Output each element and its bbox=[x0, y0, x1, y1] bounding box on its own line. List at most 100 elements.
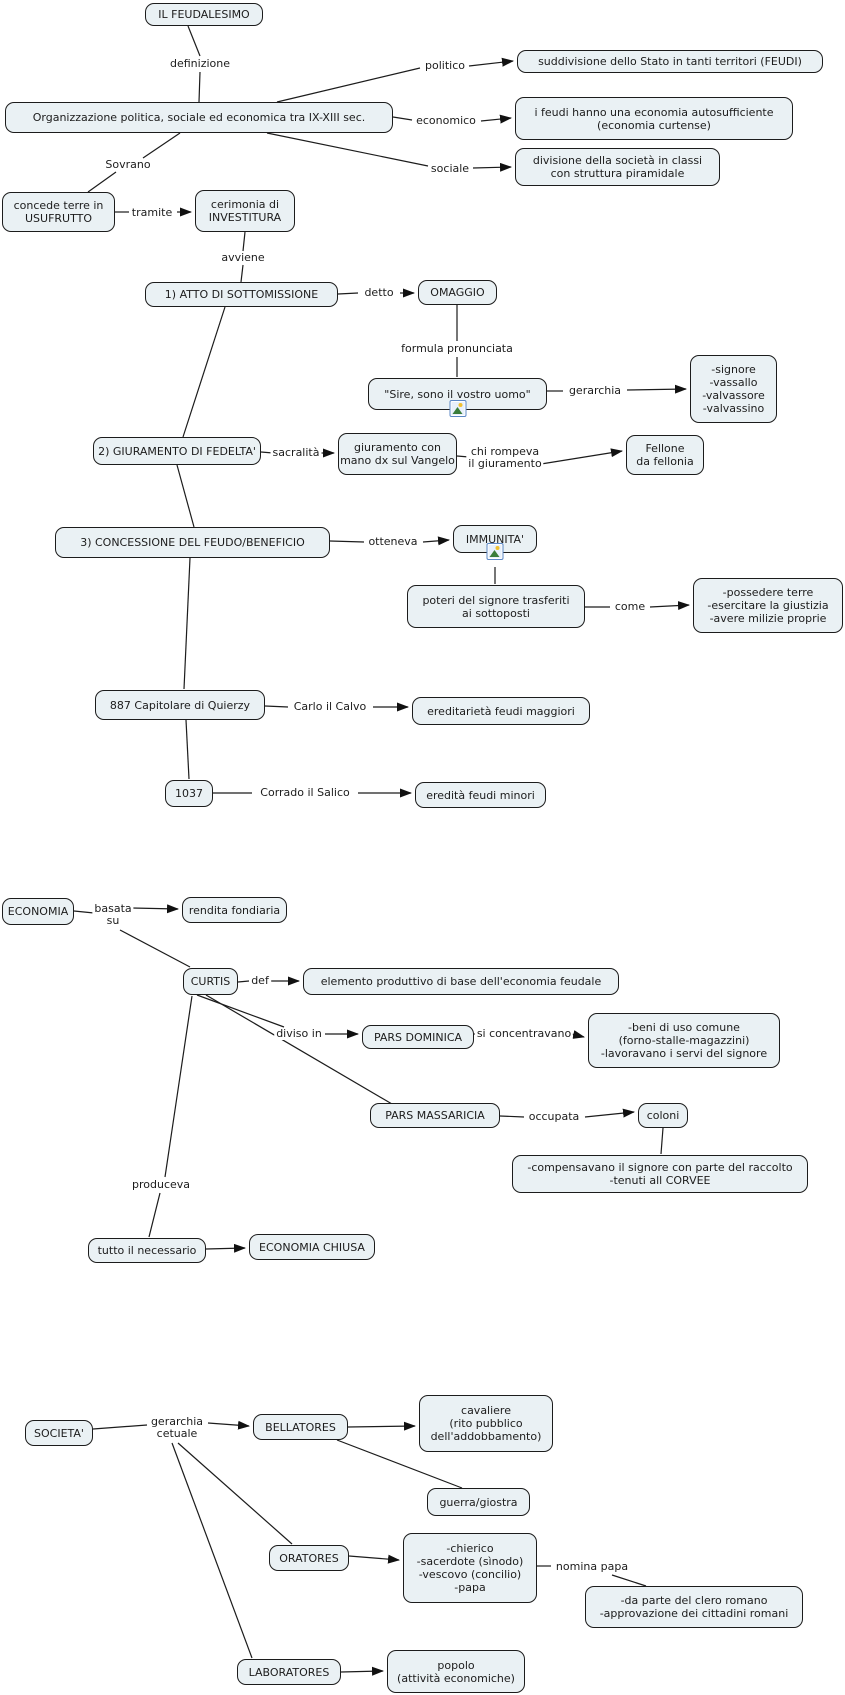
image-resource-icon[interactable] bbox=[449, 400, 466, 417]
node-pars-dominica[interactable]: PARS DOMINICA bbox=[362, 1025, 474, 1049]
node-text: -possedere terre bbox=[722, 586, 814, 599]
node-pars-massaricia[interactable]: PARS MASSARICIA bbox=[370, 1103, 500, 1128]
node-nomina-clero[interactable]: -da parte del clero romano-approvazione … bbox=[585, 1586, 803, 1628]
node-text: -papa bbox=[454, 1581, 486, 1594]
node-tutto-necessario[interactable]: tutto il necessario bbox=[88, 1238, 206, 1263]
node-rendita-fondiaria[interactable]: rendita fondiaria bbox=[182, 897, 287, 923]
node-economia-chiusa[interactable]: ECONOMIA CHIUSA bbox=[249, 1234, 375, 1260]
node-anno-1037[interactable]: 1037 bbox=[165, 780, 213, 807]
link-label-produceva[interactable]: produceva bbox=[129, 1179, 193, 1191]
node-economia[interactable]: ECONOMIA bbox=[2, 898, 74, 925]
link-label-definizione[interactable]: definizione bbox=[167, 58, 233, 70]
node-text: dell'addobbamento) bbox=[430, 1430, 542, 1443]
node-societa[interactable]: SOCIETA' bbox=[25, 1420, 93, 1446]
node-organizzazione[interactable]: Organizzazione politica, sociale ed econ… bbox=[5, 102, 393, 133]
node-text: poteri del signore trasferiti bbox=[422, 593, 570, 607]
link-label-detto[interactable]: detto bbox=[362, 286, 396, 299]
link-label-text: come bbox=[614, 600, 646, 613]
node-text: mano dx sul Vangelo bbox=[340, 454, 455, 467]
node-oratores[interactable]: ORATORES bbox=[269, 1545, 349, 1571]
link-label-gerarchia[interactable]: gerarchia bbox=[566, 385, 624, 397]
node-capitolare-quierzy[interactable]: 887 Capitolare di Quierzy bbox=[95, 690, 265, 720]
link-label-economico[interactable]: economico bbox=[414, 115, 478, 127]
node-text: -vassallo bbox=[709, 376, 758, 389]
node-bellatores[interactable]: BELLATORES bbox=[253, 1414, 348, 1440]
link-label-text: sociale bbox=[430, 162, 470, 175]
node-text: rendita fondiaria bbox=[188, 903, 281, 917]
node-text: elemento produttivo di base dell'economi… bbox=[320, 975, 602, 988]
node-compensavano[interactable]: -compensavano il signore con parte del r… bbox=[512, 1155, 808, 1193]
node-text: CURTIS bbox=[190, 975, 231, 988]
node-text: SOCIETA' bbox=[34, 1426, 84, 1440]
node-possedere-terre[interactable]: -possedere terre-esercitare la giustizia… bbox=[693, 578, 843, 633]
link-label-politico[interactable]: politico bbox=[423, 60, 467, 72]
node-text: -tenuti all CORVEE bbox=[609, 1174, 711, 1187]
link-label-text: detto bbox=[364, 286, 394, 299]
link-label-otteneva[interactable]: otteneva bbox=[366, 536, 420, 548]
node-text: i feudi hanno una economia autosufficien… bbox=[534, 105, 774, 119]
node-text: Organizzazione politica, sociale ed econ… bbox=[32, 111, 366, 124]
node-text: -chierico bbox=[446, 1542, 494, 1555]
node-gerarchia-vassalli[interactable]: -signore-vassallo-valvassore-valvassino bbox=[690, 355, 777, 423]
node-text: -avere milizie proprie bbox=[709, 612, 827, 625]
node-ereditarieta-maggiori[interactable]: ereditarietà feudi maggiori bbox=[412, 697, 590, 725]
node-curtis[interactable]: CURTIS bbox=[183, 968, 238, 995]
link-label-sociale[interactable]: sociale bbox=[428, 162, 472, 175]
node-chierico[interactable]: -chierico-sacerdote (sìnodo)-vescovo (co… bbox=[403, 1533, 537, 1603]
link-label-text: def bbox=[251, 974, 269, 987]
link-label-si-concentravano[interactable]: si concentravano bbox=[474, 1028, 574, 1040]
node-text: cerimonia di bbox=[210, 198, 280, 211]
node-text: ai sottoposti bbox=[462, 606, 530, 620]
node-text: tutto il necessario bbox=[97, 1244, 197, 1257]
link-label-def[interactable]: def bbox=[249, 975, 271, 987]
node-suddivisione-stato[interactable]: suddivisione dello Stato in tanti territ… bbox=[517, 50, 823, 73]
link-label-formula-pronunciata[interactable]: formula pronunciata bbox=[399, 343, 515, 355]
link-label-diviso-in[interactable]: diviso in bbox=[274, 1028, 324, 1040]
node-guerra-giostra[interactable]: guerra/giostra bbox=[427, 1488, 530, 1516]
node-omaggio[interactable]: OMAGGIO bbox=[418, 280, 497, 305]
node-popolo[interactable]: popolo(attività economiche) bbox=[387, 1650, 525, 1693]
node-immunita[interactable]: IMMUNITA' bbox=[453, 525, 537, 560]
link-label-text: economico bbox=[416, 114, 476, 127]
node-beni-uso-comune[interactable]: -beni di uso comune(forno-stalle-magazzi… bbox=[588, 1013, 780, 1068]
link-label-sovrano[interactable]: Sovrano bbox=[103, 159, 153, 171]
node-eredita-minori[interactable]: eredità feudi minori bbox=[415, 782, 546, 808]
node-coloni[interactable]: coloni bbox=[638, 1103, 688, 1128]
link-label-corrado-il-salico[interactable]: Corrado il Salico bbox=[258, 787, 352, 799]
node-text: PARS MASSARICIA bbox=[385, 1109, 485, 1122]
link-label-avviene[interactable]: avviene bbox=[219, 252, 267, 264]
link-label-nomina-papa[interactable]: nomina papa bbox=[553, 1561, 631, 1573]
node-text: -beni di uso comune bbox=[628, 1021, 740, 1034]
link-label-come[interactable]: come bbox=[612, 600, 648, 613]
node-text: USUFRUTTO bbox=[24, 212, 92, 225]
node-laboratores[interactable]: LABORATORES bbox=[237, 1659, 341, 1685]
node-text: -valvassino bbox=[702, 402, 765, 415]
node-text: ECONOMIA bbox=[7, 905, 69, 918]
image-resource-icon[interactable] bbox=[486, 543, 504, 560]
node-sire-formula[interactable]: "Sire, sono il vostro uomo" bbox=[368, 378, 547, 417]
node-text: -vescovo (concilio) bbox=[418, 1568, 522, 1581]
link-label-text: Carlo il Calvo bbox=[293, 700, 367, 713]
link-label-sacralita[interactable]: sacralità bbox=[270, 447, 322, 459]
node-atto-sottomissione[interactable]: 1) ATTO DI SOTTOMISSIONE bbox=[145, 282, 338, 307]
node-elemento-produttivo[interactable]: elemento produttivo di base dell'economi… bbox=[303, 968, 619, 995]
node-concessione-feudo[interactable]: 3) CONCESSIONE DEL FEUDO/BENEFICIO bbox=[55, 527, 330, 558]
node-il-feudalesimo[interactable]: IL FEUDALESIMO bbox=[145, 3, 263, 26]
link-label-occupata[interactable]: occupata bbox=[526, 1111, 582, 1123]
link-label-tramite[interactable]: tramite bbox=[129, 207, 175, 219]
node-text: giuramento con bbox=[353, 441, 442, 454]
node-giuramento-fedelta[interactable]: 2) GIURAMENTO DI FEDELTA' bbox=[93, 437, 261, 465]
node-economia-autosufficiente[interactable]: i feudi hanno una economia autosufficien… bbox=[515, 97, 793, 140]
link-label-carlo-il-calvo[interactable]: Carlo il Calvo bbox=[291, 700, 369, 713]
